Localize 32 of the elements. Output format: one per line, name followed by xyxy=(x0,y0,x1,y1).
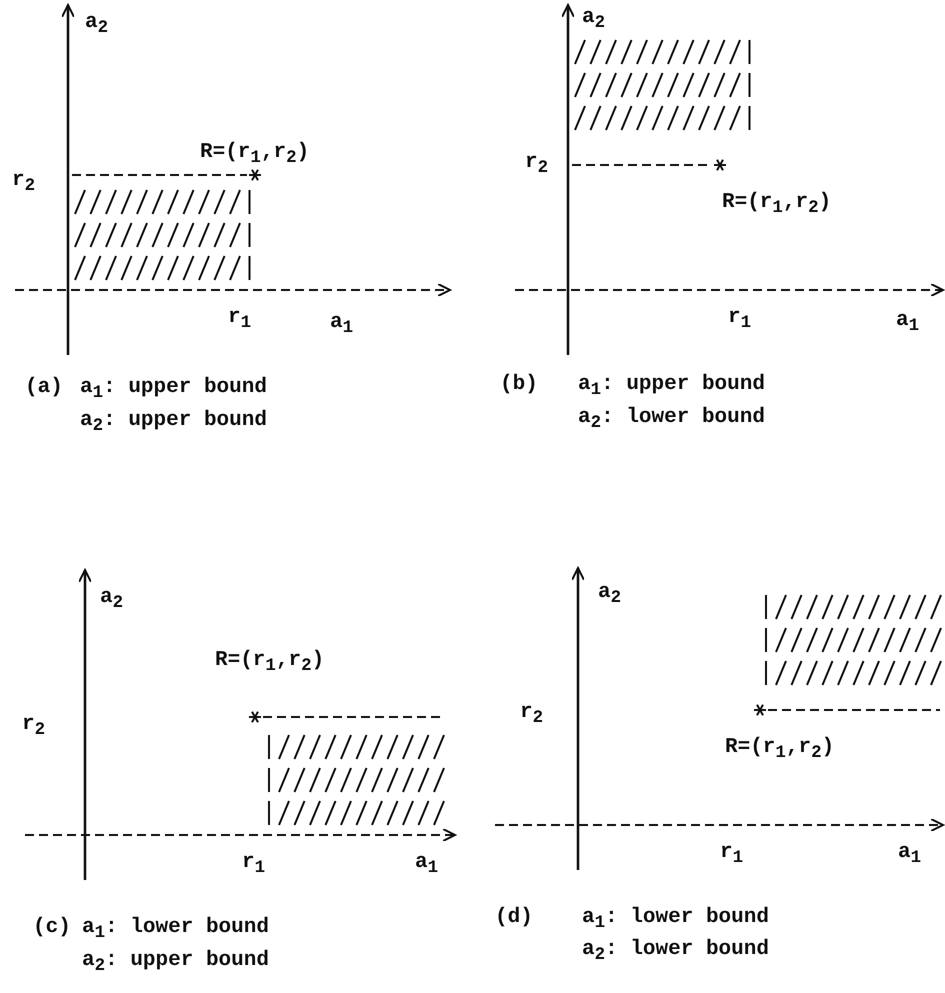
axis-label: a$_{2}$ xyxy=(582,5,606,34)
panel-label: (a) xyxy=(25,375,63,400)
caption-text: a$_{1}$: lower bound xyxy=(82,915,269,944)
tick-label: r$_{1}$ xyxy=(228,305,252,334)
tick-label: r$_{2}$ xyxy=(22,712,46,742)
axis-label: a$_{1}$ xyxy=(415,850,438,880)
caption-text: a$_{2}$: upper bound xyxy=(80,408,267,438)
tick-label: r$_{2}$ xyxy=(520,700,544,730)
caption-text: a$_{2}$: lower bound xyxy=(578,405,765,434)
axis-label: a$_{2}$ xyxy=(598,580,622,610)
point-label: R=(r$_{1}$,r$_{2}$) xyxy=(725,735,834,764)
panel-label: (c) xyxy=(33,915,71,940)
caption-text: a$_{1}$: upper bound xyxy=(578,372,765,402)
tick-label: r$_{1}$ xyxy=(728,305,752,334)
caption-text: a$_{1}$: lower bound xyxy=(582,905,769,934)
point-label: R=(r$_{1}$,r$_{2}$) xyxy=(200,140,310,170)
tick-label: r$_{1}$ xyxy=(720,840,744,870)
panel-label: (b) xyxy=(500,372,538,398)
caption-text: a$_{2}$: lower bound xyxy=(582,937,769,966)
tick-label: r$_{2}$ xyxy=(12,168,36,198)
caption-text: a$_{1}$: upper bound xyxy=(80,375,267,404)
tick-label: r$_{1}$ xyxy=(242,850,266,880)
tick-label: r$_{2}$ xyxy=(525,150,548,180)
axis-label: a$_{2}$ xyxy=(100,585,124,614)
caption-text: a$_{2}$: upper bound xyxy=(82,948,269,978)
panel-label: (d) xyxy=(495,905,533,930)
axis-label: a$_{2}$ xyxy=(85,10,108,40)
axis-label: a$_{1}$ xyxy=(896,308,920,338)
axis-label: a$_{1}$ xyxy=(898,840,922,870)
point-label: R=(r$_{1}$,r$_{2}$) xyxy=(215,648,324,678)
axis-label: a$_{1}$ xyxy=(330,310,354,340)
point-label: R=(r$_{1}$,r$_{2}$) xyxy=(722,190,832,220)
